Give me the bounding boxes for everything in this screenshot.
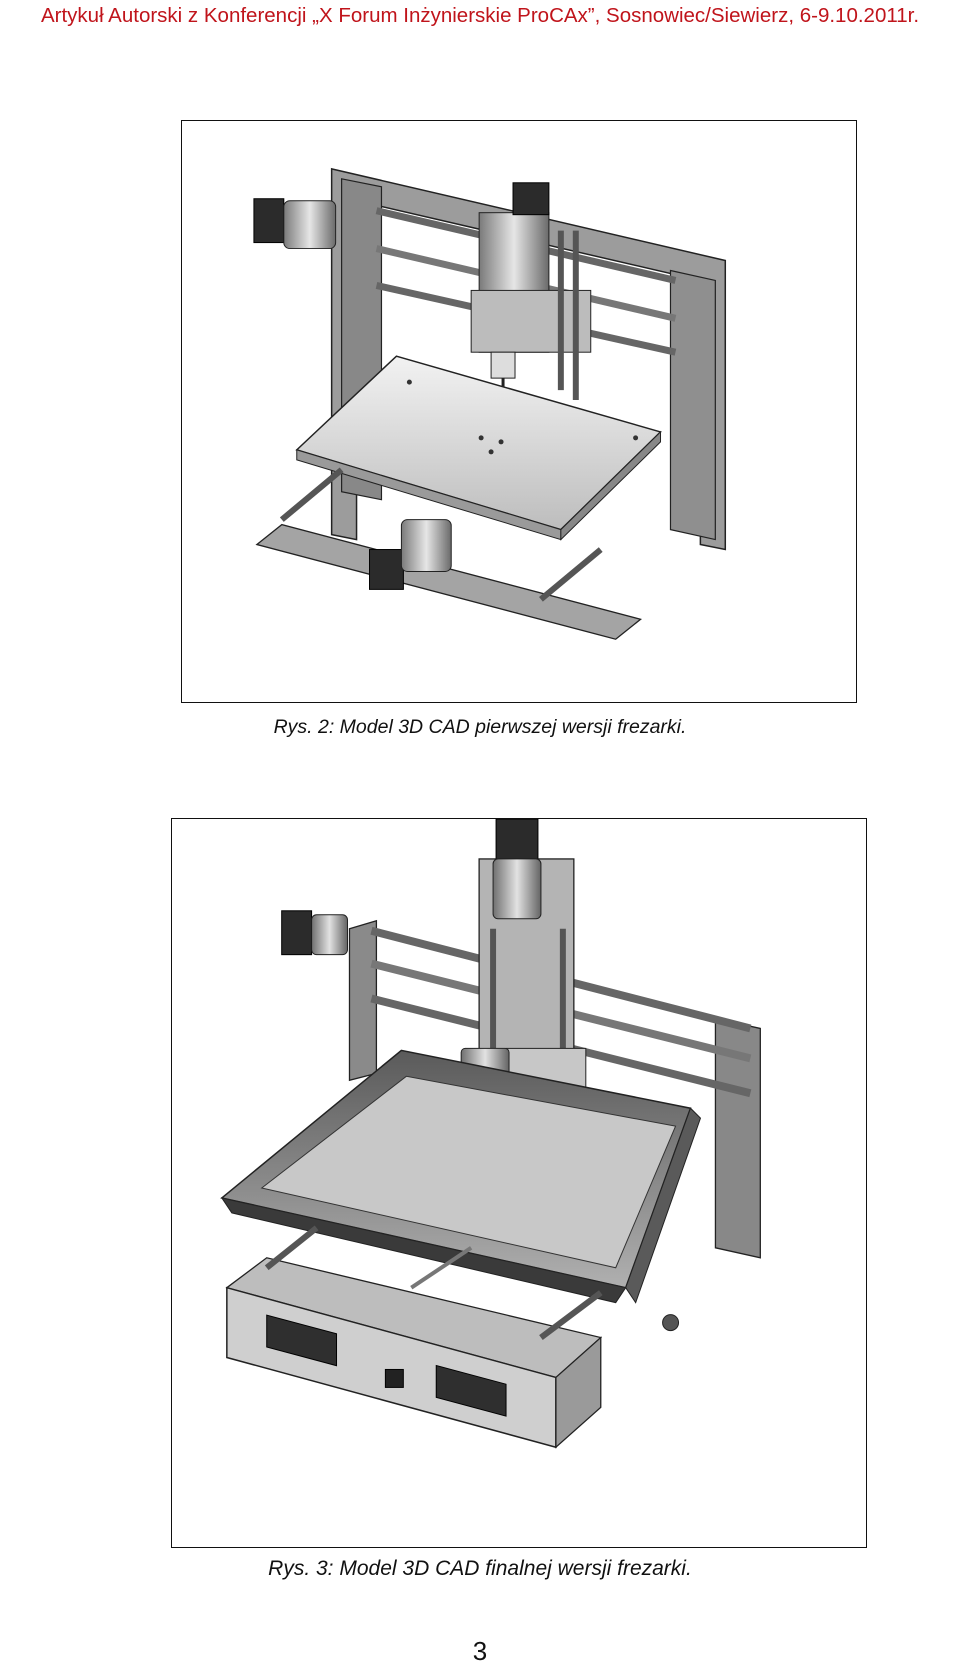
running-header: Artykuł Autorski z Konferencji „X Forum … xyxy=(40,4,920,27)
figure-2-caption: Rys. 2: Model 3D CAD pierwszej wersji fr… xyxy=(273,716,687,738)
figure-3-caption: Rys. 3: Model 3D CAD finalnej wersji fre… xyxy=(268,1557,692,1580)
page-number: 3 xyxy=(472,1636,488,1666)
cnc-machine-final-version-illustration xyxy=(220,819,761,1449)
figure-3-cad-model-final-version xyxy=(171,818,867,1548)
cnc-machine-first-version-illustration xyxy=(253,167,727,640)
figure-2-cad-model-first-version xyxy=(181,120,857,703)
